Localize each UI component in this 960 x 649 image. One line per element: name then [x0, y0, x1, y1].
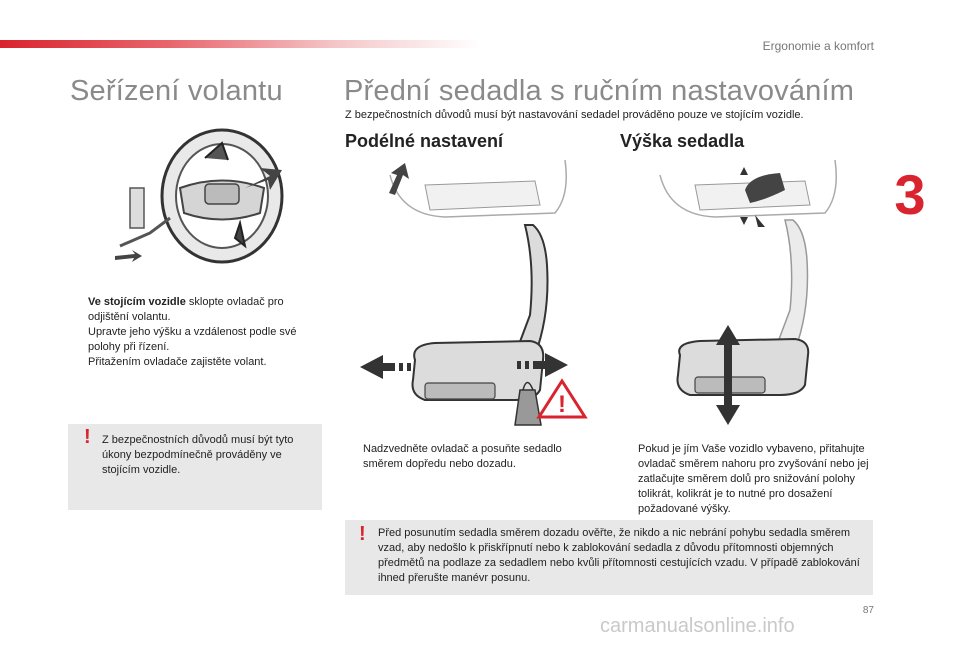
warning-icon: !	[84, 426, 91, 448]
steering-bullet-3: Přitažením ovladače zajistěte volant.	[70, 355, 325, 370]
warning-icon: !	[359, 523, 366, 545]
bullet-text: Nadzvedněte ovladač a posuňte sedadlo sm…	[363, 443, 562, 470]
seats-intro: Z bezpečnostních důvodů musí být nastavo…	[345, 109, 804, 121]
chapter-title: Ergonomie a komfort	[762, 39, 874, 53]
header-accent-bar	[0, 40, 480, 48]
longitudinal-title: Podélné nastavení	[345, 131, 504, 151]
chapter-number: 3	[894, 163, 926, 226]
steering-bullet-1: Ve stojícím vozidle sklopte ovladač pro …	[70, 295, 325, 325]
seats-title: Přední sedadla s ručním nastavováním	[344, 75, 855, 107]
longitudinal-instructions: Nadzvedněte ovladač a posuňte sedadlo sm…	[345, 442, 585, 472]
seat-height-illustration	[659, 159, 837, 425]
bullet-text: sklopte ovladač pro odjištění volantu.	[88, 296, 284, 323]
seats-warning-box: ! Před posunutím sedadla směrem dozadu o…	[345, 520, 873, 595]
steering-warning-text: Z bezpečnostních důvodů musí být tyto úk…	[102, 434, 294, 476]
longitudinal-bullet: Nadzvedněte ovladač a posuňte sedadlo sm…	[345, 442, 585, 472]
bullet-text: Pokud je jím Vaše vozidlo vybaveno, přit…	[638, 443, 869, 515]
bullet-text: Přitažením ovladače zajistěte volant.	[88, 356, 267, 368]
bullet-bold-text: Ve stojícím vozidle	[88, 296, 186, 308]
steering-warning-box: ! Z bezpečnostních důvodů musí být tyto …	[68, 424, 322, 510]
page-number: 87	[862, 605, 874, 616]
height-bullet: Pokud je jím Vaše vozidlo vybaveno, přit…	[620, 442, 875, 517]
bullet-text: Upravte jeho výšku a vzdálenost podle sv…	[88, 326, 297, 353]
seat-longitudinal-illustration: !	[360, 159, 588, 426]
steering-instructions: Ve stojícím vozidle sklopte ovladač pro …	[70, 295, 325, 370]
seats-warning-text: Před posunutím sedadla směrem dozadu ově…	[378, 527, 860, 584]
watermark: carmanualsonline.info	[600, 615, 795, 637]
height-instructions: Pokud je jím Vaše vozidlo vybaveno, přit…	[620, 442, 875, 517]
seat-hazard-mark: !	[558, 391, 566, 418]
steering-wheel-illustration	[115, 128, 284, 264]
steering-title: Seřízení volantu	[70, 75, 283, 107]
height-title: Výška sedadla	[620, 131, 745, 151]
steering-bullet-2: Upravte jeho výšku a vzdálenost podle sv…	[70, 325, 325, 355]
